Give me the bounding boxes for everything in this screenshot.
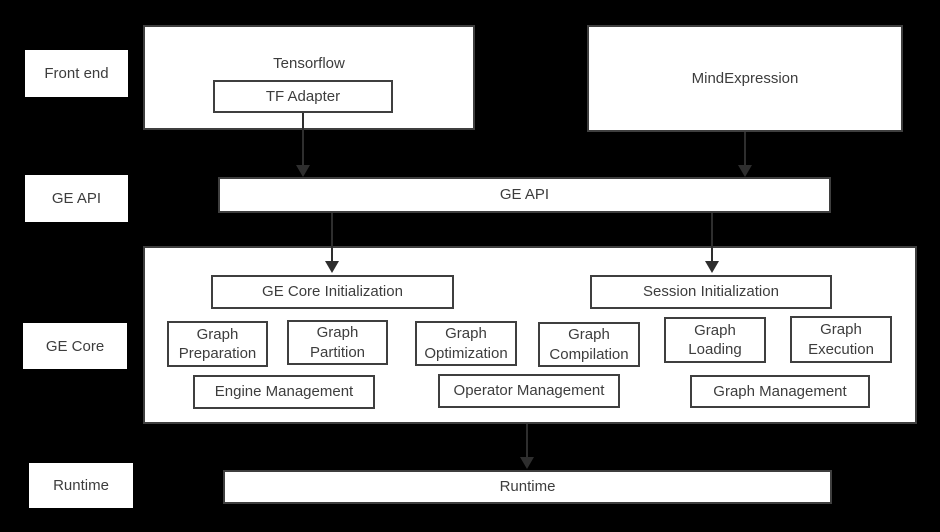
arrow-head-icon (520, 457, 534, 469)
arrow-tf-adapter-to-ge-api (296, 113, 310, 177)
arrow-stem (744, 132, 746, 165)
layer-label-ge-api: GE API (25, 175, 128, 222)
session-initialization-box: Session Initialization (590, 275, 832, 309)
arrow-mindexpression-to-ge-api (738, 132, 752, 177)
ge-core-initialization-box: GE Core Initialization (211, 275, 454, 309)
graph-optimization-box: Graph Optimization (415, 321, 517, 366)
runtime-bar: Runtime (223, 470, 832, 504)
arrow-ge-core-to-runtime (520, 424, 534, 469)
arrow-head-icon (296, 165, 310, 177)
arrow-stem (711, 213, 713, 261)
mindexpression-box: MindExpression (587, 25, 903, 132)
arrow-head-icon (738, 165, 752, 177)
layer-label-ge-core: GE Core (23, 323, 127, 369)
operator-management-box: Operator Management (438, 374, 620, 408)
tensorflow-box: Tensorflow TF Adapter (143, 25, 475, 130)
layer-label-front-end: Front end (25, 50, 128, 97)
engine-management-box: Engine Management (193, 375, 375, 409)
ge-core-box: GE Core Initialization Session Initializ… (143, 246, 917, 424)
arrow-head-icon (325, 261, 339, 273)
tf-adapter-box: TF Adapter (213, 80, 393, 113)
graph-management-box: Graph Management (690, 375, 870, 408)
graph-partition-box: Graph Partition (287, 320, 388, 365)
arrow-head-icon (705, 261, 719, 273)
arrow-stem (526, 424, 528, 457)
arrow-stem (302, 113, 304, 165)
graph-loading-box: Graph Loading (664, 317, 766, 363)
arrow-stem (331, 213, 333, 261)
graph-compilation-box: Graph Compilation (538, 322, 640, 367)
arrow-ge-api-to-session-initialization (705, 213, 719, 273)
ge-api-bar: GE API (218, 177, 831, 213)
layer-label-runtime: Runtime (29, 463, 133, 508)
graph-preparation-box: Graph Preparation (167, 321, 268, 367)
arrow-ge-api-to-ge-core-initialization (325, 213, 339, 273)
graph-execution-box: Graph Execution (790, 316, 892, 363)
tensorflow-label: Tensorflow (273, 55, 345, 72)
